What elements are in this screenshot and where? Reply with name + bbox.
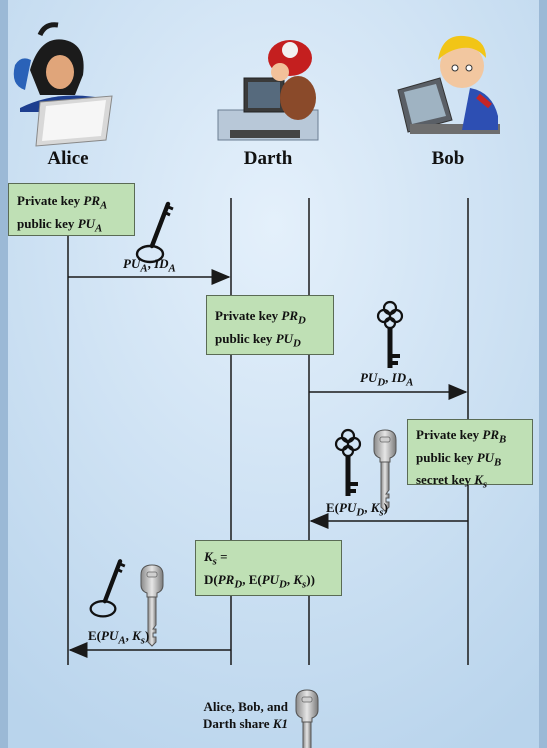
decrypt-line-1: Ks = (204, 549, 228, 568)
participant-alice: Alice (47, 148, 89, 169)
left-edge-strip (0, 0, 8, 748)
darth-private-key-line: Private key PRD (215, 308, 306, 327)
alice-illustration (13, 22, 113, 147)
bob-key-box: Private key PRB public key PUB secret ke… (407, 419, 533, 491)
darth-decrypt-box: Ks = D(PRD, E(PUD, Ks)) (195, 540, 342, 596)
message-label-1: PUA, IDA (123, 256, 176, 275)
caption-line-2: Darth share K1 (203, 716, 288, 731)
bob-secret-key-line: secret key Ks (416, 472, 488, 491)
bob-public-key-line: public key PUB (416, 449, 502, 469)
darth-illustration (217, 40, 319, 141)
message-label-2: PUD, IDA (360, 370, 414, 389)
bob-illustration (397, 35, 500, 134)
darth-key-box: Private key PRD public key PUD (206, 295, 334, 355)
caption-line-1: Alice, Bob, and (203, 699, 288, 714)
message-label-3: E(PUD, Ks) (326, 500, 388, 519)
decrypt-line-2: D(PRD, E(PUD, Ks)) (204, 571, 315, 591)
alice-key-box: Private key PRA public key PUA (8, 183, 135, 236)
bob-private-key-line: Private key PRB (416, 427, 507, 446)
right-edge-strip (539, 0, 547, 748)
message-label-4: E(PUA, Ks) (88, 628, 150, 647)
alice-public-key-line: public key PUA (17, 215, 103, 235)
alice-private-key-line: Private key PRA (17, 193, 108, 212)
darth-public-key-line: public key PUD (215, 330, 301, 350)
participant-bob: Bob (431, 148, 465, 169)
participant-darth: Darth (243, 148, 293, 169)
shared-key-caption: Alice, Bob, and Darth share K1 (180, 698, 288, 732)
